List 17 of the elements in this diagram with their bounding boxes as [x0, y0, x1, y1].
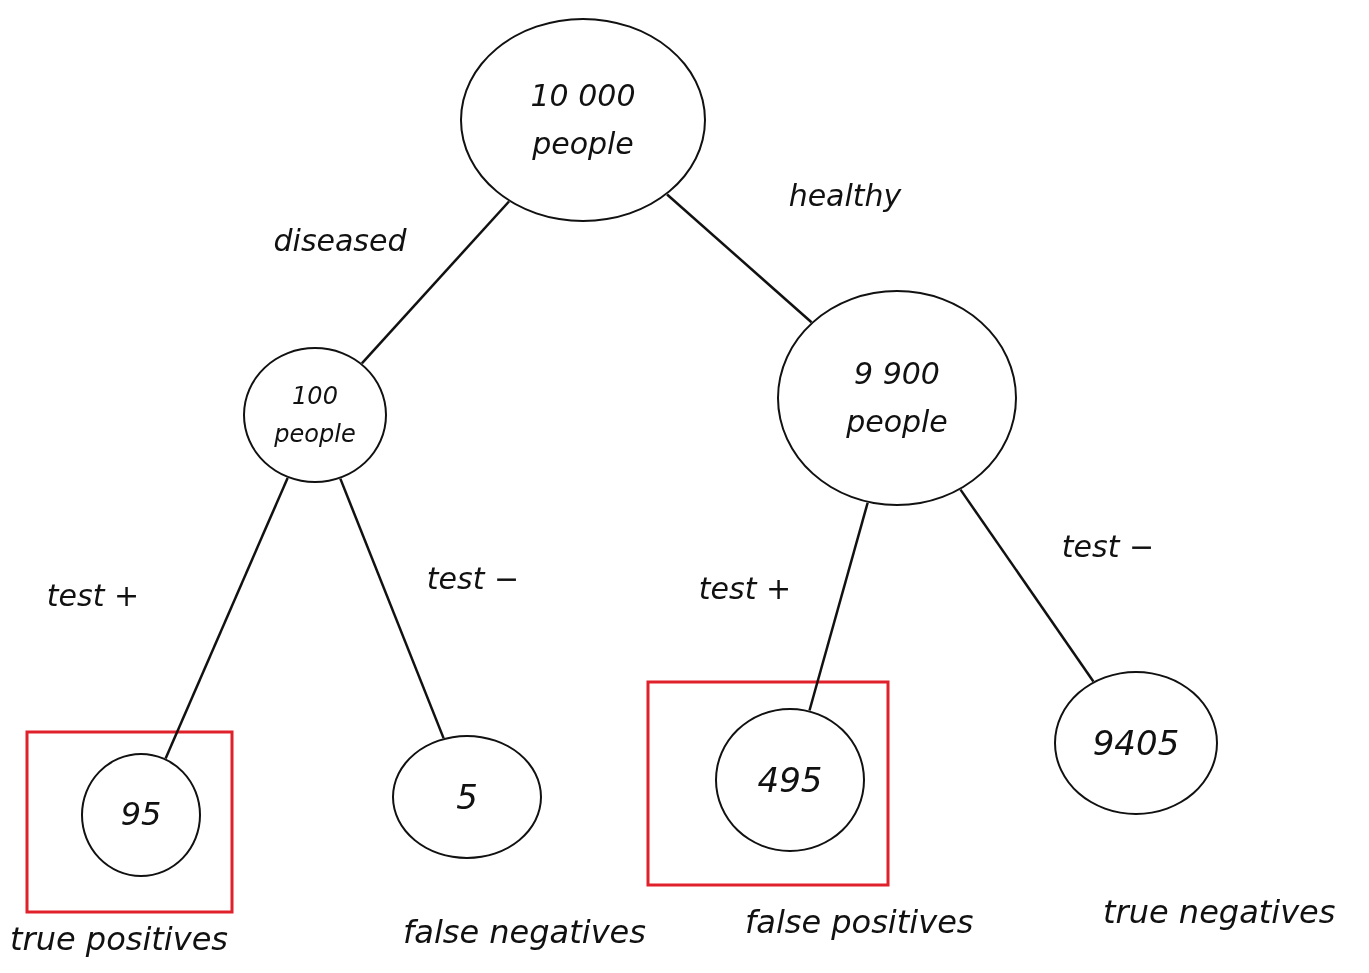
outcome-label: false positives: [745, 903, 974, 941]
connector-line: [360, 200, 510, 365]
outcome-label: false negatives: [403, 913, 646, 951]
node-label: 9405: [1092, 721, 1180, 765]
node-label: 9 900 people: [845, 355, 949, 441]
node-label: 495: [757, 758, 823, 802]
node-label: 10 000 people: [529, 77, 637, 163]
connector-line: [164, 477, 289, 759]
connector-line: [959, 488, 1095, 683]
outcome-label: true negatives: [1103, 893, 1336, 931]
connector-line: [808, 502, 869, 711]
node-label: 100 people: [273, 380, 357, 450]
node-label: 5: [456, 775, 478, 819]
node-label: 95: [120, 794, 162, 836]
connector-line: [339, 478, 445, 739]
outcome-label: true positives: [10, 920, 229, 958]
connector-line: [666, 193, 813, 324]
